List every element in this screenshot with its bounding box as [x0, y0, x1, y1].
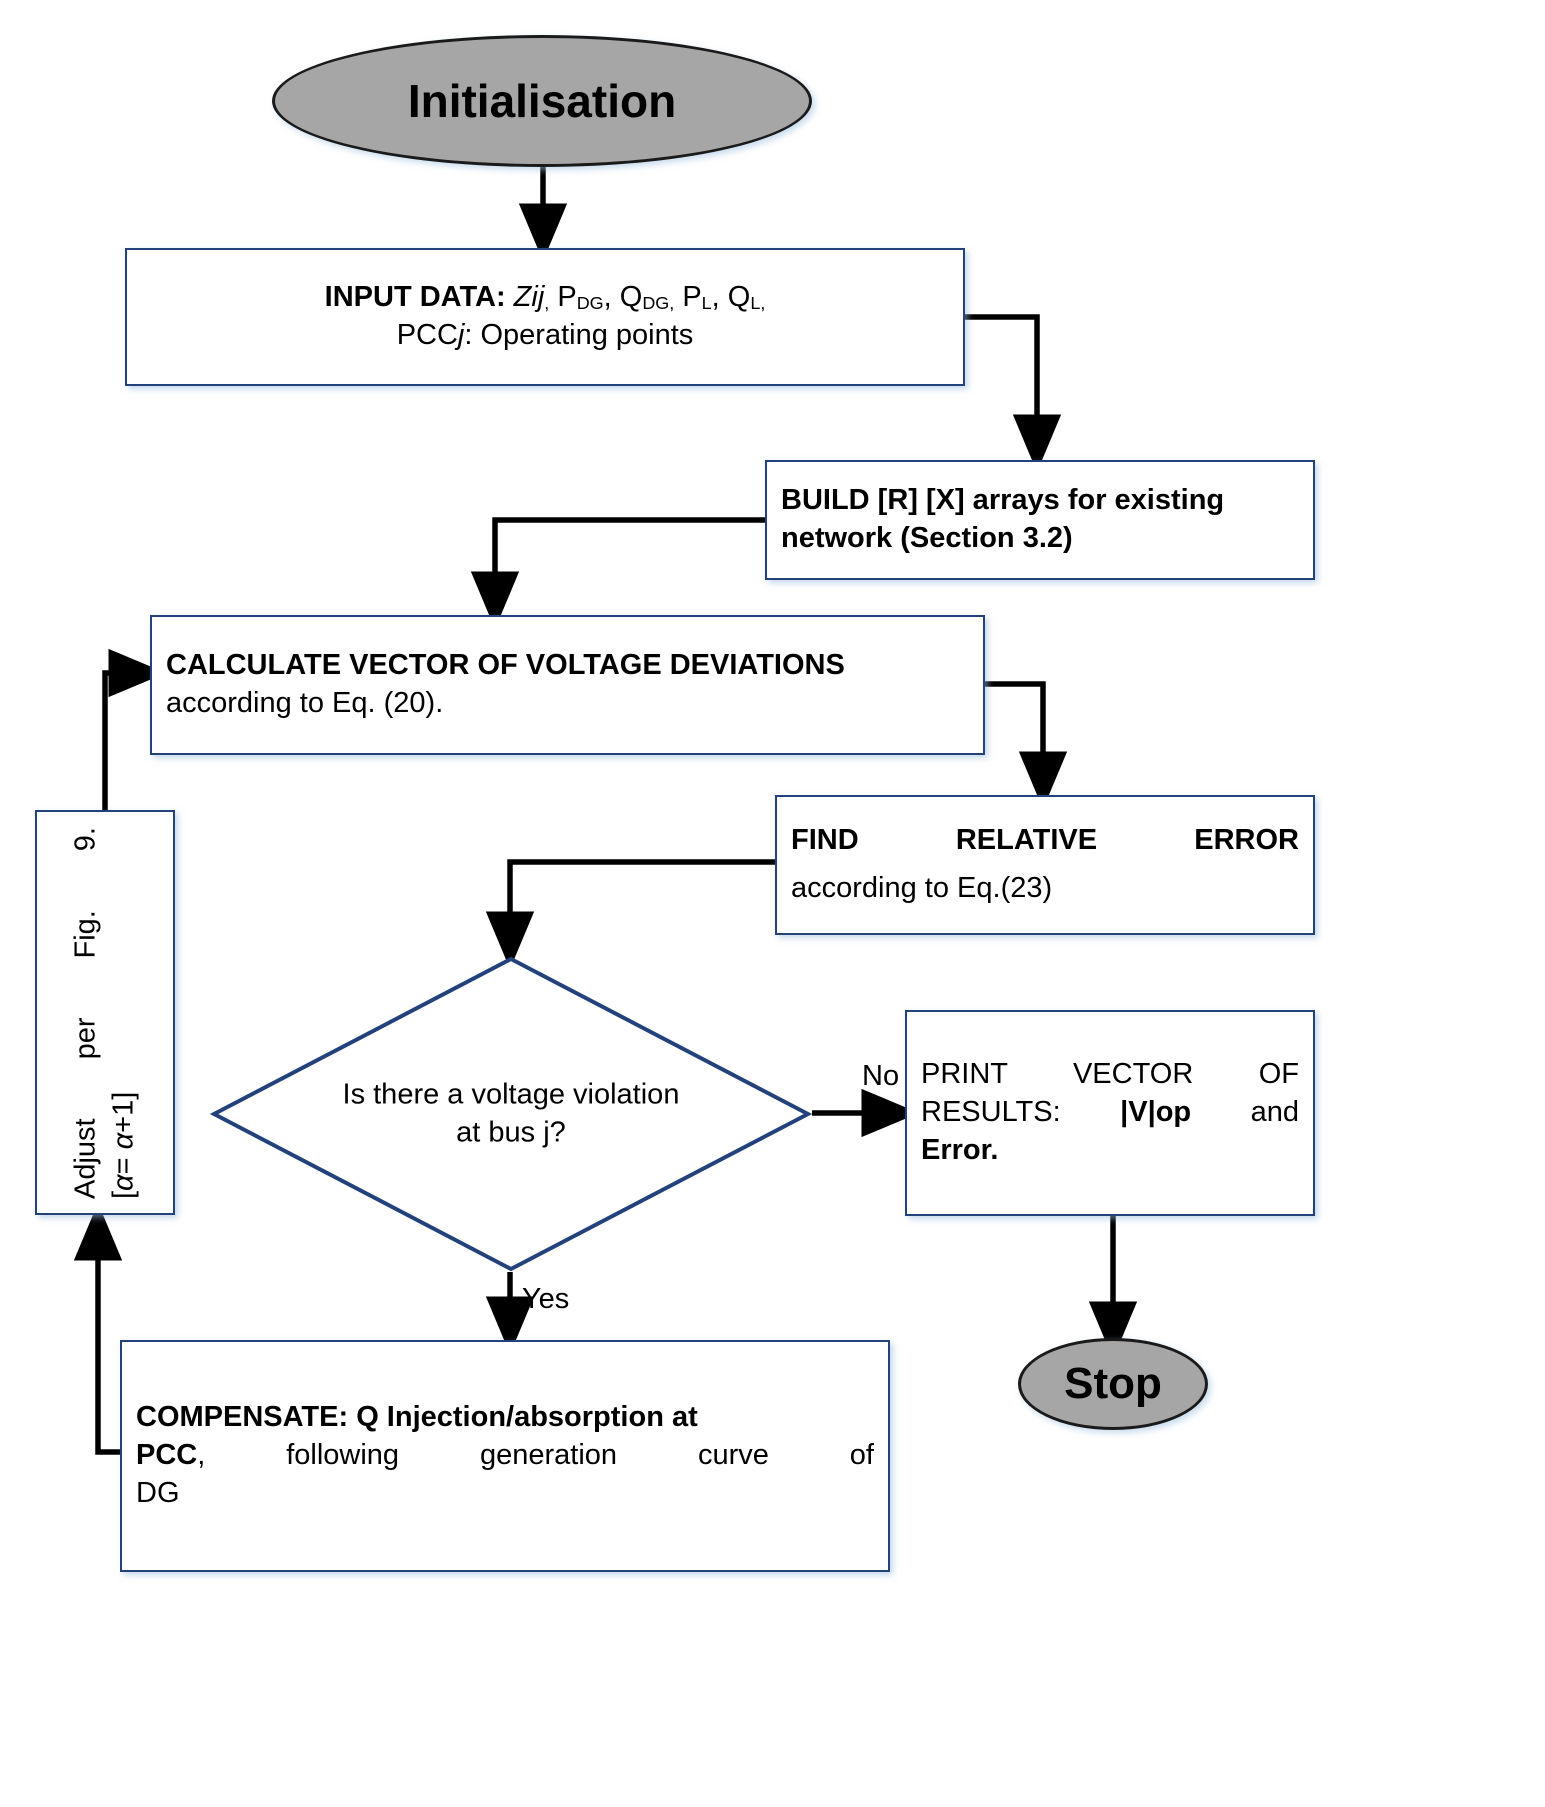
build-arrays-box: BUILD [R] [X] arrays for existing networ… — [765, 460, 1315, 580]
adjust-line2: [α= α+1] — [107, 1091, 139, 1199]
edge-build-to-calculate — [470, 517, 765, 630]
calculate-normal-label: according to Eq. (20). — [166, 687, 444, 719]
edge-label-yes: Yes — [522, 1283, 570, 1315]
print-results-text: PRINT VECTOR OF RESULTS: |V|op and Error… — [921, 1058, 1299, 1166]
compensate-text: COMPENSATE: Q Injection/absorption at PC… — [136, 1401, 874, 1509]
adjust-loopback-box: Adjust per Fig. 9. [α= α+1] — [35, 810, 175, 1215]
edge-compensate-to-adjust — [73, 1202, 123, 1455]
adjust-loopback-text: Adjust per Fig. 9. [α= α+1] — [67, 827, 142, 1199]
adjust-line1: Adjust per Fig. 9. — [69, 826, 102, 1199]
edge-adjust-to-calculate — [102, 648, 167, 810]
decision-diamond-shape — [210, 956, 812, 1272]
calculate-box: CALCULATE VECTOR OF VOLTAGE DEVIATIONS a… — [150, 615, 985, 755]
stop-terminator-label: Stop — [1064, 1359, 1162, 1408]
build-arrays-label: BUILD [R] [X] arrays for existing networ… — [781, 484, 1225, 554]
edge-calculate-to-find — [985, 681, 1068, 810]
start-terminator-label: Initialisation — [407, 75, 677, 127]
decision-line2: at bus j? — [456, 1117, 566, 1149]
find-error-box: FIND RELATIVE ERROR according to Eq.(23) — [775, 795, 1315, 935]
build-arrays-text: BUILD [R] [X] arrays for existing networ… — [767, 482, 1313, 557]
input-data-box: INPUT DATA: Zij, PDG, QDG, PL, QL, PCCj:… — [125, 248, 965, 386]
edge-label-no: No — [862, 1060, 900, 1092]
edge-find-to-decision — [485, 859, 775, 970]
start-terminator: Initialisation — [272, 35, 812, 167]
find-error-bold-label: FIND RELATIVE ERROR — [791, 824, 1299, 857]
decision-label: Is there a voltage violation at bus j? — [294, 1076, 727, 1153]
edge-input-to-build — [965, 314, 1062, 473]
decision-line1: Is there a voltage violation — [342, 1078, 680, 1111]
stop-terminator: Stop — [1018, 1338, 1208, 1430]
input-data-text: INPUT DATA: Zij, PDG, QDG, PL, QL, PCCj:… — [324, 281, 766, 351]
calculate-bold-label: CALCULATE VECTOR OF VOLTAGE DEVIATIONS — [166, 649, 845, 682]
compensate-box: COMPENSATE: Q Injection/absorption at PC… — [120, 1340, 890, 1572]
decision-diamond: Is there a voltage violation at bus j? — [210, 955, 812, 1273]
find-error-normal-label: according to Eq.(23) — [791, 872, 1053, 904]
calculate-text: CALCULATE VECTOR OF VOLTAGE DEVIATIONS a… — [152, 647, 983, 722]
find-error-text: FIND RELATIVE ERROR according to Eq.(23) — [777, 822, 1313, 907]
print-results-box: PRINT VECTOR OF RESULTS: |V|op and Error… — [905, 1010, 1315, 1216]
